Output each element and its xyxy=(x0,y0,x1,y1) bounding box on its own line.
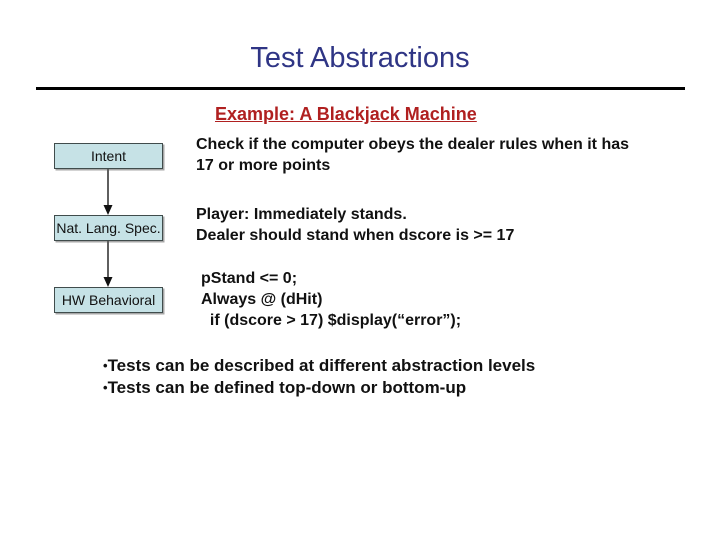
down-arrow-icon xyxy=(103,169,113,215)
example-heading: Example: A Blackjack Machine xyxy=(215,104,477,124)
list-item: •Tests can be defined top-down or bottom… xyxy=(103,377,535,399)
flow-box-nat-lang-spec: Nat. Lang. Spec. xyxy=(54,215,163,241)
bullet-text: Tests can be described at different abst… xyxy=(107,356,536,375)
flow-box-intent: Intent xyxy=(54,143,163,169)
flow-box-label: HW Behavioral xyxy=(61,292,156,308)
note-natural-language-spec: Player: Immediately stands. Dealer shoul… xyxy=(196,206,515,244)
bullet-list: •Tests can be described at different abs… xyxy=(103,355,535,399)
page-title: Test Abstractions xyxy=(250,42,470,74)
list-item: •Tests can be described at different abs… xyxy=(103,355,535,377)
down-arrow-icon xyxy=(103,241,113,287)
flow-box-hw-behavioral: HW Behavioral xyxy=(54,287,163,313)
note-intent-description: Check if the computer obeys the dealer r… xyxy=(196,136,630,174)
title-divider-line xyxy=(36,87,685,90)
bullet-marker: • xyxy=(103,380,108,395)
note-hw-behavioral-code: pStand <= 0; Always @ (dHit) if (dscore … xyxy=(201,270,462,329)
flow-box-label: Intent xyxy=(90,148,127,164)
bullet-marker: • xyxy=(103,358,108,373)
bullet-text: Tests can be defined top-down or bottom-… xyxy=(107,378,467,397)
flow-box-label: Nat. Lang. Spec. xyxy=(56,220,161,236)
